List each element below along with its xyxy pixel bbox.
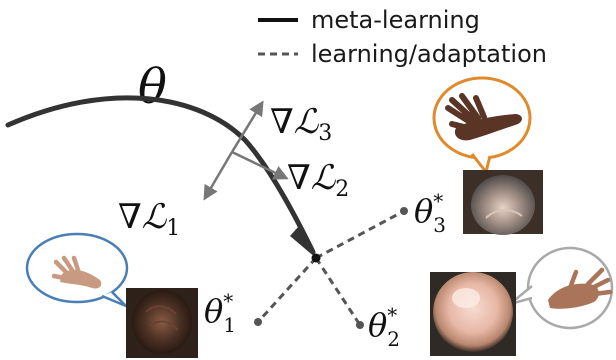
grad-loss-1-label: ∇ℒ1	[118, 197, 180, 241]
theta-label: θ	[138, 59, 167, 115]
meta-learning-path	[5, 95, 316, 255]
scalp-photo-icon	[430, 272, 516, 356]
task1-endpoint	[254, 318, 262, 326]
legend: meta-learning learning/adaptation	[258, 6, 547, 68]
theta-star-2-label: θ*2	[368, 303, 400, 351]
grad-loss-2-label: ∇ℒ2	[287, 158, 349, 202]
adapt-path-2	[314, 257, 362, 326]
adapt-path-3	[315, 209, 405, 260]
task3-illustration	[432, 76, 543, 235]
theta-star-1-label: θ*1	[204, 289, 236, 337]
hand-icon	[548, 267, 613, 309]
legend-adaptation-label: learning/adaptation	[311, 40, 547, 68]
theta-star-3-label: θ*3	[414, 189, 446, 237]
gradient-arrows	[203, 100, 289, 201]
scalp-photo-icon	[463, 170, 543, 235]
grad-loss-3-label: ∇ℒ3	[270, 102, 332, 146]
adaptation-paths	[254, 207, 408, 329]
meta-learning-arrowhead	[290, 226, 316, 258]
gradient-arrow-2	[231, 150, 289, 180]
scalp-photo-icon	[126, 288, 198, 358]
legend-meta-learning-label: meta-learning	[311, 6, 480, 34]
task1-illustration	[25, 232, 198, 358]
task2-endpoint	[356, 321, 364, 329]
task2-illustration	[430, 246, 614, 356]
task3-endpoint	[400, 207, 408, 215]
gradient-arrow-3	[230, 100, 264, 153]
hand-icon	[445, 93, 522, 141]
adapt-path-1	[256, 256, 318, 324]
gradient-arrow-1	[203, 151, 234, 201]
hand-icon	[51, 255, 102, 289]
meta-params-point	[311, 253, 321, 263]
